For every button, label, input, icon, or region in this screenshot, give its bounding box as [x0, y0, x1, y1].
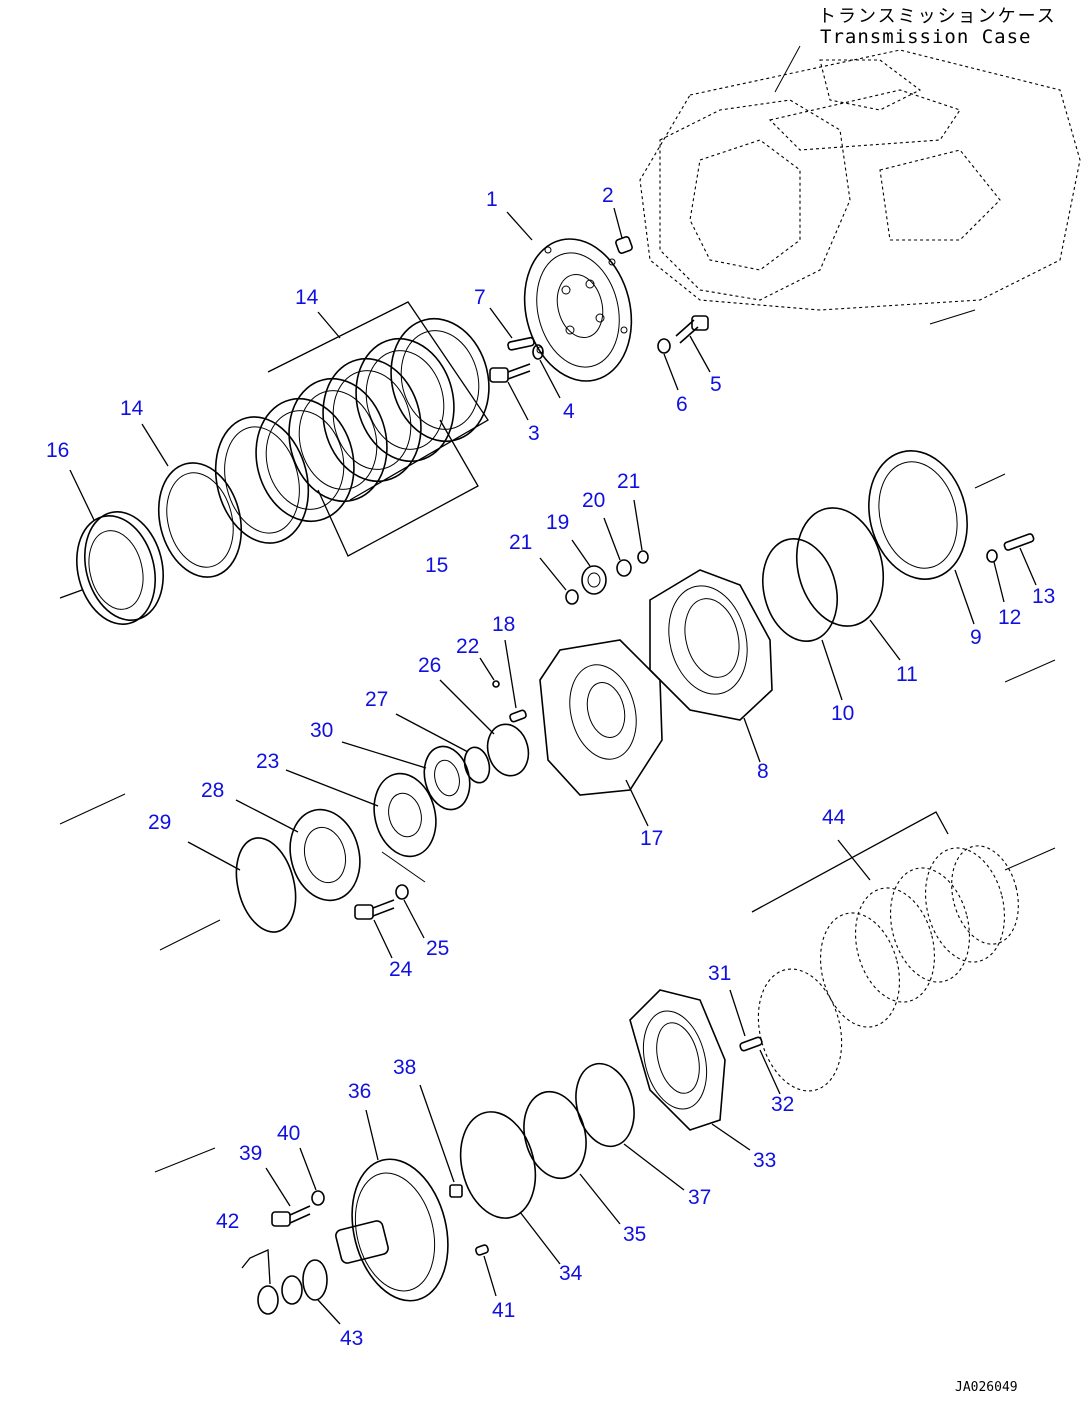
transmission-case [639, 45, 1081, 325]
title-jp: トランスミッションケース [818, 6, 1057, 27]
callout-2: 2 [602, 184, 614, 207]
callout-1: 1 [486, 188, 498, 211]
callout-9: 9 [970, 626, 982, 649]
part-10-oring [762, 537, 843, 701]
callout-19: 19 [546, 511, 569, 534]
callout-23: 23 [256, 750, 279, 773]
callout-26: 26 [418, 654, 441, 677]
part-12-spring [986, 549, 1005, 603]
callout-36: 36 [348, 1080, 371, 1103]
callout-29: 29 [148, 811, 171, 834]
part-43-snap-ring [302, 1259, 341, 1325]
part-30-bearing [341, 741, 471, 811]
part-27-ring [395, 713, 491, 784]
callout-12: 12 [998, 606, 1021, 629]
callout-3: 3 [528, 422, 540, 445]
part-13-pin [1003, 533, 1037, 586]
part-44-clutch-pack [751, 811, 1056, 1092]
part-21-washer-b [539, 557, 579, 605]
callout-24: 24 [389, 958, 413, 981]
callout-13: 13 [1032, 585, 1055, 608]
callout-4: 4 [563, 400, 575, 423]
callout-15: 15 [425, 554, 448, 577]
part-29-snap-ring [159, 837, 297, 951]
callout-34: 34 [559, 1262, 583, 1285]
callout-21b: 21 [509, 531, 532, 554]
callout-25: 25 [426, 937, 449, 960]
part-35-oring [523, 1090, 621, 1225]
part-23-gear [285, 769, 437, 883]
part-39-bolt [265, 1167, 311, 1227]
callout-43: 43 [340, 1327, 363, 1350]
callout-42: 42 [216, 1210, 239, 1233]
part-7-pin [489, 307, 535, 351]
part-8-housing [649, 569, 773, 763]
callout-37: 37 [688, 1186, 711, 1209]
part-6-washer [657, 338, 679, 391]
part-18-pin [504, 639, 527, 723]
part-34-oring [459, 1111, 561, 1265]
callout-16: 16 [46, 439, 69, 462]
part-28-gear [59, 793, 361, 902]
callout-7: 7 [474, 286, 486, 309]
part-32-spring [759, 1049, 781, 1095]
part-24-bolt [354, 899, 395, 959]
callout-32: 32 [771, 1093, 794, 1116]
part-33-housing [629, 989, 751, 1151]
clutch-pack-14-15 [255, 301, 490, 557]
title-en: Transmission Case [820, 26, 1032, 48]
callout-27: 27 [365, 688, 388, 711]
callout-33: 33 [753, 1149, 776, 1172]
part-5-bolt [675, 315, 711, 373]
part-16-gear [59, 469, 164, 625]
part-19-bushing [571, 539, 607, 595]
callout-20: 20 [582, 489, 605, 512]
callout-11: 11 [896, 663, 918, 686]
callout-18: 18 [492, 613, 515, 636]
callout-14a: 14 [295, 286, 319, 309]
part-4-washer [532, 344, 561, 399]
callout-40: 40 [277, 1122, 300, 1145]
part-36-pump [154, 1109, 449, 1302]
callout-14b: 14 [120, 397, 144, 420]
part-14-plate [214, 416, 310, 544]
part-3-bolt [489, 363, 531, 421]
part-1-plate [506, 211, 633, 382]
callout-39: 39 [239, 1142, 262, 1165]
callout-44: 44 [822, 806, 846, 829]
callout-8: 8 [757, 760, 769, 783]
part-31-pin [729, 989, 763, 1052]
part-42-seal [241, 1249, 303, 1315]
callout-28: 28 [201, 779, 224, 802]
part-26-snap-ring [439, 679, 530, 777]
callout-22: 22 [456, 635, 479, 658]
callout-5: 5 [710, 373, 722, 396]
part-14-disc [141, 423, 243, 578]
callouts: 1 2 3 4 5 6 7 8 9 10 11 12 13 14 14 15 1… [46, 184, 1055, 1350]
callout-41: 41 [492, 1299, 515, 1322]
callout-17: 17 [640, 827, 663, 850]
part-11-oring [795, 507, 901, 661]
callout-35: 35 [623, 1223, 646, 1246]
part-41-pin [475, 1244, 497, 1297]
callout-10: 10 [831, 702, 854, 725]
part-37-oring [575, 1062, 685, 1191]
part-40-washer [299, 1147, 325, 1206]
part-2-plug [613, 207, 633, 254]
part-21-washer-a [633, 499, 649, 564]
part-17-carrier [539, 639, 1056, 827]
part-22-ball [479, 657, 500, 688]
part-9-cover [868, 450, 1006, 625]
callout-38: 38 [393, 1056, 416, 1079]
drawing-code: JA026049 [955, 1380, 1018, 1395]
part-38-plug [419, 1084, 463, 1198]
callout-31: 31 [708, 962, 731, 985]
part-25-washer [395, 884, 425, 939]
part-20-nut [603, 517, 632, 577]
callout-30: 30 [310, 719, 333, 742]
callout-21a: 21 [617, 470, 640, 493]
callout-6: 6 [676, 393, 688, 416]
